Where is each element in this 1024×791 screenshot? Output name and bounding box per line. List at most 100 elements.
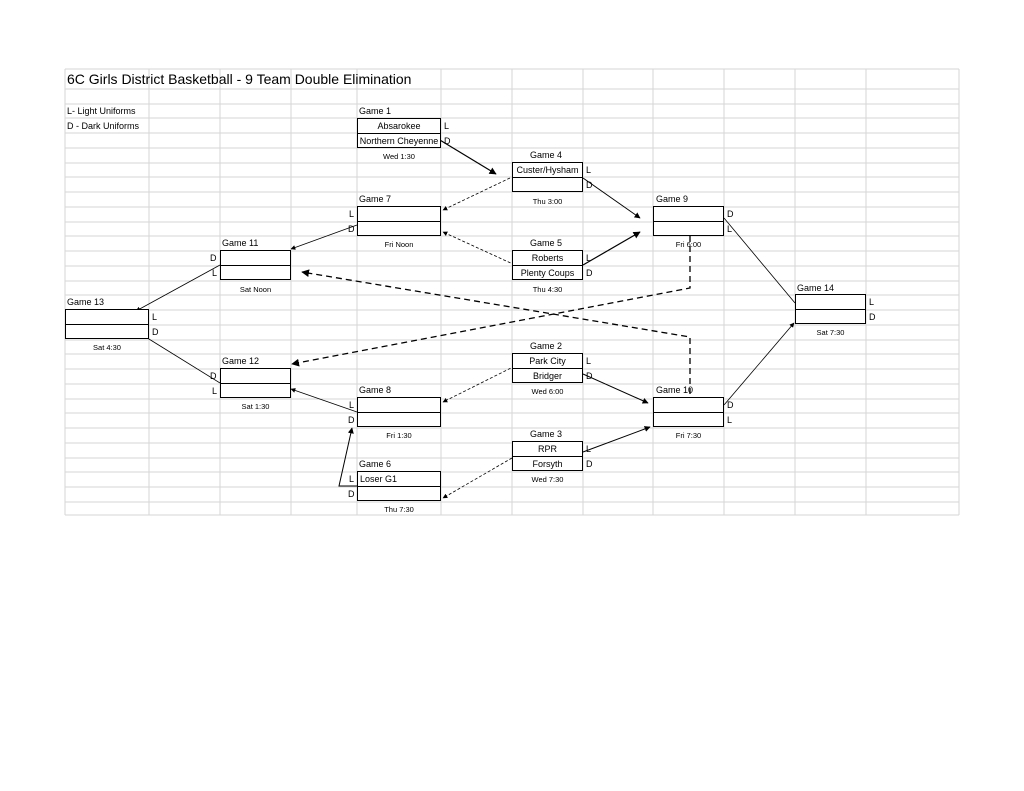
game-7-time: Fri Noon bbox=[384, 240, 414, 249]
game-14-label: Game 14 bbox=[797, 283, 835, 293]
game-14-bottom-team bbox=[795, 309, 866, 324]
page-title: 6C Girls District Basketball - 9 Team Do… bbox=[67, 71, 412, 87]
game-6-label: Game 6 bbox=[359, 459, 392, 469]
game-13-bottom-team bbox=[65, 324, 149, 339]
game-5-bottom-uniform: D bbox=[586, 268, 593, 278]
game-12-time: Sat 1:30 bbox=[241, 402, 270, 411]
game-10-label: Game 10 bbox=[656, 385, 694, 395]
game-13-label: Game 13 bbox=[67, 297, 105, 307]
game-1-time: Wed 1:30 bbox=[383, 152, 415, 161]
connector-g12-to-g13 bbox=[135, 330, 221, 384]
game-8-top-uniform: L bbox=[349, 400, 355, 410]
game-7-bottom-uniform: D bbox=[348, 224, 355, 234]
game-6-bottom-uniform: D bbox=[348, 489, 355, 499]
game-12-top-team bbox=[220, 368, 291, 383]
connector-g5-to-g9 bbox=[582, 231, 641, 266]
game-13-top-uniform: L bbox=[152, 312, 158, 322]
game-5-top-team: Roberts bbox=[512, 250, 583, 265]
game-13-bottom-uniform: D bbox=[152, 327, 159, 337]
game-4-bottom-uniform: D bbox=[586, 180, 593, 190]
game-13-top-team bbox=[65, 309, 149, 324]
connector-g10-to-g14 bbox=[723, 322, 795, 406]
connector-g3-to-g10 bbox=[582, 426, 651, 453]
game-2-label: Game 2 bbox=[530, 341, 563, 351]
connector-g11-to-g13 bbox=[135, 264, 221, 312]
game-10-bottom-uniform: L bbox=[727, 415, 733, 425]
game-13-time: Sat 4:30 bbox=[93, 343, 121, 352]
connector-g8-to-g12 bbox=[290, 388, 358, 413]
game-11-top-uniform: D bbox=[210, 253, 217, 263]
connector-loser-g4-to-g7 bbox=[442, 177, 511, 211]
connector-g9-to-g14 bbox=[723, 217, 796, 304]
game-7-bottom-team bbox=[357, 221, 441, 236]
game-10-time: Fri 7:30 bbox=[675, 431, 702, 440]
game-6-time: Thu 7:30 bbox=[384, 505, 414, 514]
game-12-bottom-team bbox=[220, 383, 291, 398]
game-8-label: Game 8 bbox=[359, 385, 392, 395]
game-3-bottom-team: Forsyth bbox=[512, 456, 583, 471]
game-3-top-team: RPR bbox=[512, 441, 583, 456]
game-12-top-uniform: D bbox=[210, 371, 217, 381]
game-4-time: Thu 3:00 bbox=[532, 197, 563, 206]
game-14-top-uniform: L bbox=[869, 297, 875, 307]
game-9-label: Game 9 bbox=[656, 194, 689, 204]
game-6-bottom-team bbox=[357, 486, 441, 501]
game-8-top-team bbox=[357, 397, 441, 412]
game-12-bottom-uniform: L bbox=[212, 386, 218, 396]
game-9-top-team bbox=[653, 206, 724, 221]
game-10-top-team bbox=[653, 397, 724, 412]
game-2-time: Wed 6:00 bbox=[531, 387, 564, 396]
game-10-top-uniform: D bbox=[727, 400, 734, 410]
game-3-top-uniform: L bbox=[586, 444, 592, 454]
game-4-top-team: Custer/Hysham bbox=[512, 162, 583, 177]
game-5-time: Thu 4:30 bbox=[532, 285, 563, 294]
game-7-top-team bbox=[357, 206, 441, 221]
game-7-top-uniform: L bbox=[349, 209, 355, 219]
game-3-label: Game 3 bbox=[530, 429, 563, 439]
game-4-label: Game 4 bbox=[530, 150, 563, 160]
game-3-time: Wed 7:30 bbox=[531, 475, 564, 484]
game-9-bottom-team bbox=[653, 221, 724, 236]
game-14-time: Sat 7:30 bbox=[816, 328, 845, 337]
game-4-top-uniform: L bbox=[586, 165, 592, 175]
game-14-top-team bbox=[795, 294, 866, 309]
game-3-bottom-uniform: D bbox=[586, 459, 593, 469]
game-2-bottom-uniform: D bbox=[586, 371, 593, 381]
game-5-bottom-team: Plenty Coups bbox=[512, 265, 583, 280]
connector-loser-g5-to-g7 bbox=[442, 231, 516, 266]
game-2-top-uniform: L bbox=[586, 356, 592, 366]
game-2-bottom-team: Bridger bbox=[512, 368, 583, 383]
game-1-top-uniform: L bbox=[444, 121, 450, 131]
game-11-time: Sat Noon bbox=[239, 285, 272, 294]
game-9-top-uniform: D bbox=[727, 209, 734, 219]
game-11-bottom-uniform: L bbox=[212, 268, 218, 278]
connector-g6-to-g8 bbox=[338, 427, 357, 487]
game-1-top-team: Absarokee bbox=[357, 118, 441, 133]
connector-loser-g9-to-g12 bbox=[291, 236, 691, 367]
legend-dark-uniforms: D - Dark Uniforms bbox=[67, 121, 140, 131]
game-8-bottom-uniform: D bbox=[348, 415, 355, 425]
game-5-top-uniform: L bbox=[586, 253, 592, 263]
connector-loser-g2-to-g8 bbox=[442, 365, 516, 403]
game-6-top-uniform: L bbox=[349, 474, 355, 484]
game-9-time: Fri 6:00 bbox=[675, 240, 702, 249]
connector-g4-to-g9 bbox=[582, 177, 641, 219]
game-14-bottom-uniform: D bbox=[869, 312, 876, 322]
game-11-bottom-team bbox=[220, 265, 291, 280]
game-7-label: Game 7 bbox=[359, 194, 392, 204]
connector-loser-g3-to-g6 bbox=[442, 457, 513, 499]
game-9-bottom-uniform: L bbox=[727, 224, 733, 234]
game-10-bottom-team bbox=[653, 412, 724, 427]
game-2-top-team: Park City bbox=[512, 353, 583, 368]
game-6-top-team: Loser G1 bbox=[357, 471, 441, 486]
game-12-label: Game 12 bbox=[222, 356, 260, 366]
game-8-bottom-team bbox=[357, 412, 441, 427]
game-4-bottom-team bbox=[512, 177, 583, 192]
game-1-label: Game 1 bbox=[359, 106, 392, 116]
game-1-bottom-uniform: D bbox=[444, 136, 451, 146]
game-8-time: Fri 1:30 bbox=[386, 431, 412, 440]
game-5-label: Game 5 bbox=[530, 238, 563, 248]
